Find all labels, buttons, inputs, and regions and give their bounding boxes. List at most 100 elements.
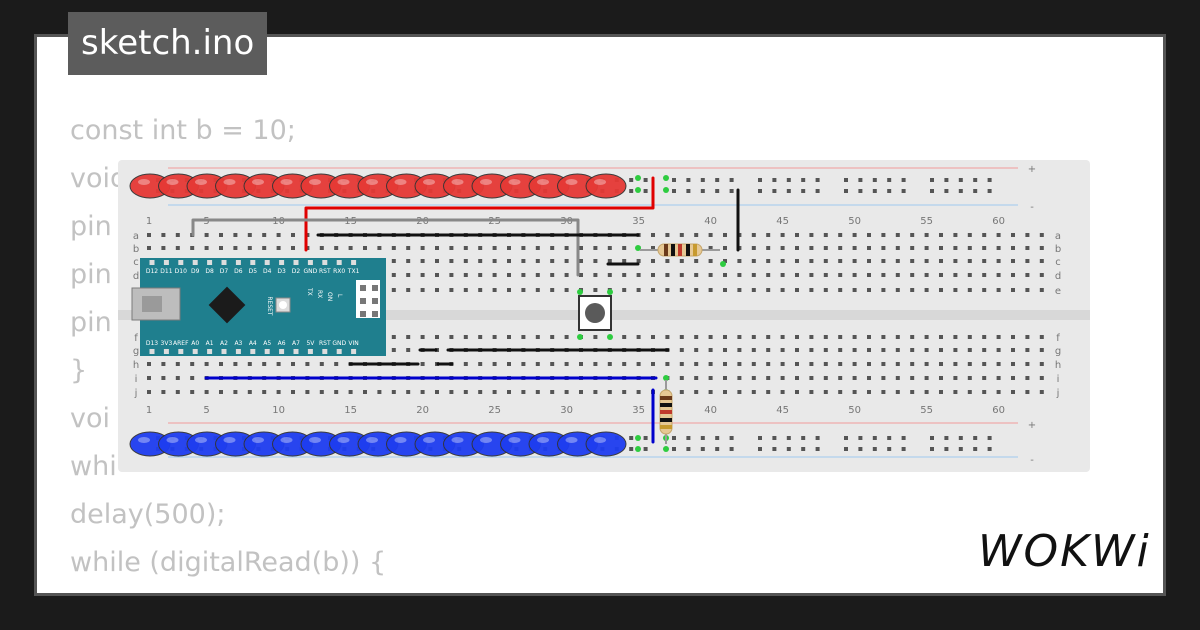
- main-hole: [262, 233, 267, 237]
- red-led-highlight: [195, 179, 207, 185]
- main-hole: [982, 273, 987, 277]
- main-hole: [751, 390, 756, 394]
- main-hole: [910, 246, 915, 250]
- main-hole: [535, 273, 540, 277]
- resistor-bottom-band: [660, 418, 672, 422]
- main-hole: [550, 288, 555, 292]
- main-hole: [723, 246, 727, 250]
- main-hole: [550, 390, 555, 394]
- rail-hole: [672, 189, 676, 193]
- main-hole: [852, 348, 857, 352]
- main-hole: [881, 273, 886, 277]
- main-hole: [694, 335, 699, 339]
- main-hole: [823, 259, 828, 263]
- main-hole: [852, 376, 857, 380]
- main-hole: [564, 273, 569, 277]
- main-hole: [636, 288, 641, 292]
- main-hole: [953, 259, 958, 263]
- main-hole: [939, 288, 943, 292]
- main-hole: [838, 233, 843, 237]
- wokwi-logo: WOKWi: [978, 524, 1153, 580]
- arduino-top-pin-label: D6: [234, 268, 243, 275]
- main-hole: [910, 233, 915, 237]
- main-hole: [1011, 376, 1015, 380]
- main-hole: [1025, 362, 1030, 366]
- rail-hole: [786, 436, 791, 440]
- main-hole: [723, 335, 727, 339]
- main-hole: [651, 246, 655, 250]
- main-hole: [838, 246, 843, 250]
- rail-hole: [686, 447, 691, 451]
- resistor-top-band: [678, 244, 682, 256]
- arduino-bottom-pin-label: 3V3: [161, 340, 173, 347]
- main-hole: [780, 233, 785, 237]
- rail-hole: [715, 189, 720, 193]
- main-hole: [550, 273, 555, 277]
- main-hole: [996, 246, 1001, 250]
- rail-hole: [930, 178, 934, 182]
- rail-hole: [772, 189, 777, 193]
- main-hole: [406, 348, 411, 352]
- rail-hole: [887, 189, 892, 193]
- arduino-pin: [279, 349, 285, 354]
- main-hole: [795, 246, 799, 250]
- main-hole: [406, 273, 411, 277]
- main-hole: [823, 335, 828, 339]
- main-hole: [881, 390, 886, 394]
- resistor-top: [657, 243, 703, 257]
- red-led-highlight: [166, 179, 179, 185]
- rail-hole: [973, 178, 978, 182]
- rail-hole: [944, 447, 949, 451]
- main-hole: [262, 362, 267, 366]
- main-hole: [391, 335, 396, 339]
- main-hole: [766, 362, 771, 366]
- rail-hole: [872, 178, 877, 182]
- column-number: 30: [560, 405, 573, 416]
- main-hole: [823, 288, 828, 292]
- main-hole: [449, 259, 454, 263]
- main-hole: [996, 335, 1001, 339]
- main-hole: [795, 362, 799, 366]
- main-hole: [175, 233, 180, 237]
- pin-marker: [607, 334, 613, 340]
- main-hole: [593, 390, 598, 394]
- arduino-bottom-pin-label: D13: [146, 340, 158, 347]
- main-hole: [780, 246, 785, 250]
- row-letter: d: [133, 271, 139, 282]
- main-hole: [838, 259, 843, 263]
- main-hole: [924, 335, 929, 339]
- main-hole: [982, 233, 987, 237]
- main-hole: [435, 273, 439, 277]
- main-hole: [982, 390, 987, 394]
- resistor-top-band: [686, 244, 690, 256]
- main-hole: [766, 246, 771, 250]
- main-hole: [996, 259, 1001, 263]
- arduino-bottom-pin-label: A2: [220, 340, 228, 347]
- main-hole: [420, 246, 425, 250]
- main-hole: [924, 259, 929, 263]
- rail-plus-label: +: [1028, 420, 1036, 431]
- main-hole: [463, 335, 468, 339]
- main-hole: [723, 288, 727, 292]
- main-hole: [910, 376, 915, 380]
- main-hole: [737, 335, 742, 339]
- main-hole: [982, 246, 987, 250]
- main-hole: [175, 376, 180, 380]
- main-hole: [636, 259, 641, 263]
- main-hole: [694, 348, 699, 352]
- arduino-top-pin-label: RX0: [333, 268, 345, 275]
- main-hole: [593, 273, 598, 277]
- code-line: delay(500);: [70, 499, 226, 530]
- pin-marker: [635, 245, 641, 251]
- main-hole: [823, 362, 828, 366]
- mcu-chip: [208, 286, 246, 324]
- rail-hole: [686, 178, 691, 182]
- main-hole: [823, 348, 828, 352]
- main-hole: [953, 362, 958, 366]
- main-hole: [579, 362, 583, 366]
- main-hole: [1039, 233, 1044, 237]
- row-letter: a: [1055, 231, 1061, 242]
- main-hole: [924, 246, 929, 250]
- main-hole: [953, 335, 958, 339]
